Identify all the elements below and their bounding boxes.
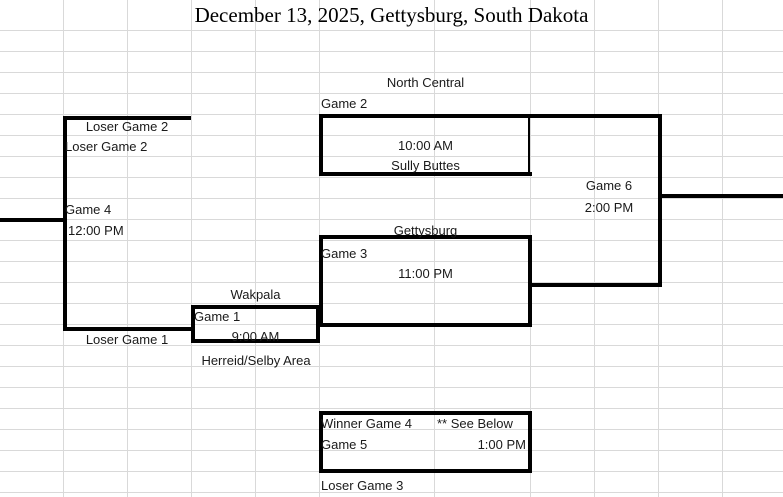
- game-6-right-border: [658, 114, 662, 287]
- grid-row-line-2: [0, 72, 783, 73]
- game-4-bottom-team: Loser Game 1: [85, 332, 169, 347]
- grid-row-line-18: [0, 408, 783, 409]
- game-3-time: 11:00 PM: [398, 266, 453, 281]
- game-5-top-team: Winner Game 4: [321, 416, 413, 431]
- game-1-label: Game 1: [194, 309, 241, 324]
- game-4-label: Game 4: [65, 202, 112, 217]
- game-3-top-border: [319, 235, 532, 239]
- game-4-output-line: [0, 218, 67, 222]
- game-5-label: Game 5: [321, 437, 368, 452]
- game-5-left-border: [319, 411, 323, 473]
- grid-column-line-9: [722, 0, 723, 497]
- game-6-label: Game 6: [585, 178, 633, 193]
- game-2-time: 10:00 AM: [398, 138, 453, 153]
- game-4-top-team: Loser Game 2: [85, 119, 169, 134]
- grid-row-line-5: [0, 135, 783, 136]
- game-1-top-team: Wakpala: [230, 287, 281, 302]
- game-4-top-border: [63, 116, 191, 120]
- game-5-bottom-team: Loser Game 3: [321, 478, 404, 493]
- game-1-bottom-team: Herreid/Selby Area: [201, 353, 311, 368]
- game-2-label: Game 2: [321, 96, 368, 111]
- game-3-label: Game 3: [321, 246, 368, 261]
- game-6-time: 2:00 PM: [584, 200, 634, 215]
- game-3-top-team: Gettysburg: [393, 223, 458, 238]
- grid-row-line-11: [0, 261, 783, 262]
- game-1-left-border: [191, 305, 195, 343]
- game-4-right-border: [63, 116, 67, 331]
- game-6-top-border: [528, 114, 662, 118]
- grid-column-line-1: [127, 0, 128, 497]
- game-2-top-border: [319, 114, 532, 118]
- game-2-top-team: North Central: [386, 75, 465, 90]
- grid-column-line-7: [594, 0, 595, 497]
- game-4-top-team-alt: Loser Game 2: [65, 139, 148, 154]
- game-3-left-border: [319, 235, 323, 327]
- grid-row-line-10: [0, 240, 783, 241]
- grid-row-line-7: [0, 177, 783, 178]
- game-1-bottom-border: [191, 339, 320, 343]
- grid-row-line-20: [0, 450, 783, 451]
- game-6-bottom-border: [528, 283, 662, 287]
- game-3-right-border: [528, 235, 532, 327]
- grid-row-line-16: [0, 366, 783, 367]
- game-5-right-border: [528, 411, 532, 473]
- game-1-top-border: [191, 305, 320, 309]
- grid-row-line-13: [0, 303, 783, 304]
- grid-row-line-12: [0, 282, 783, 283]
- game-2-bottom-team: Sully Buttes: [391, 158, 460, 173]
- grid-row-line-9: [0, 219, 783, 220]
- game-3-bottom-border: [319, 323, 532, 327]
- game-6-output-line: [658, 194, 783, 198]
- game-1-time: 9:00 AM: [231, 329, 280, 344]
- game-2-bottom-border: [319, 172, 532, 176]
- game-1-output-line: [316, 323, 326, 327]
- grid-row-line-3: [0, 93, 783, 94]
- grid-row-line-19: [0, 429, 783, 430]
- grid-row-line-15: [0, 345, 783, 346]
- game-5-time: 1:00 PM: [477, 437, 526, 452]
- game-5-note: ** See Below: [437, 416, 513, 431]
- grid-row-line-1: [0, 51, 783, 52]
- grid-column-line-2: [191, 0, 192, 497]
- game-5-bottom-border: [319, 469, 532, 473]
- grid-row-line-8: [0, 198, 783, 199]
- grid-row-line-0: [0, 30, 783, 31]
- game-2-left-border: [319, 114, 323, 176]
- page-title: December 13, 2025, Gettysburg, South Dak…: [194, 3, 589, 27]
- grid-column-line-5: [434, 0, 435, 497]
- game-4-bottom-border: [63, 327, 191, 331]
- game-4-time: 12:00 PM: [68, 223, 124, 238]
- grid-row-line-6: [0, 156, 783, 157]
- grid-row-line-17: [0, 387, 783, 388]
- game-2-right-border: [528, 114, 530, 176]
- grid-row-line-22: [0, 492, 783, 493]
- grid-column-line-3: [255, 0, 256, 497]
- game-5-top-border: [319, 411, 532, 415]
